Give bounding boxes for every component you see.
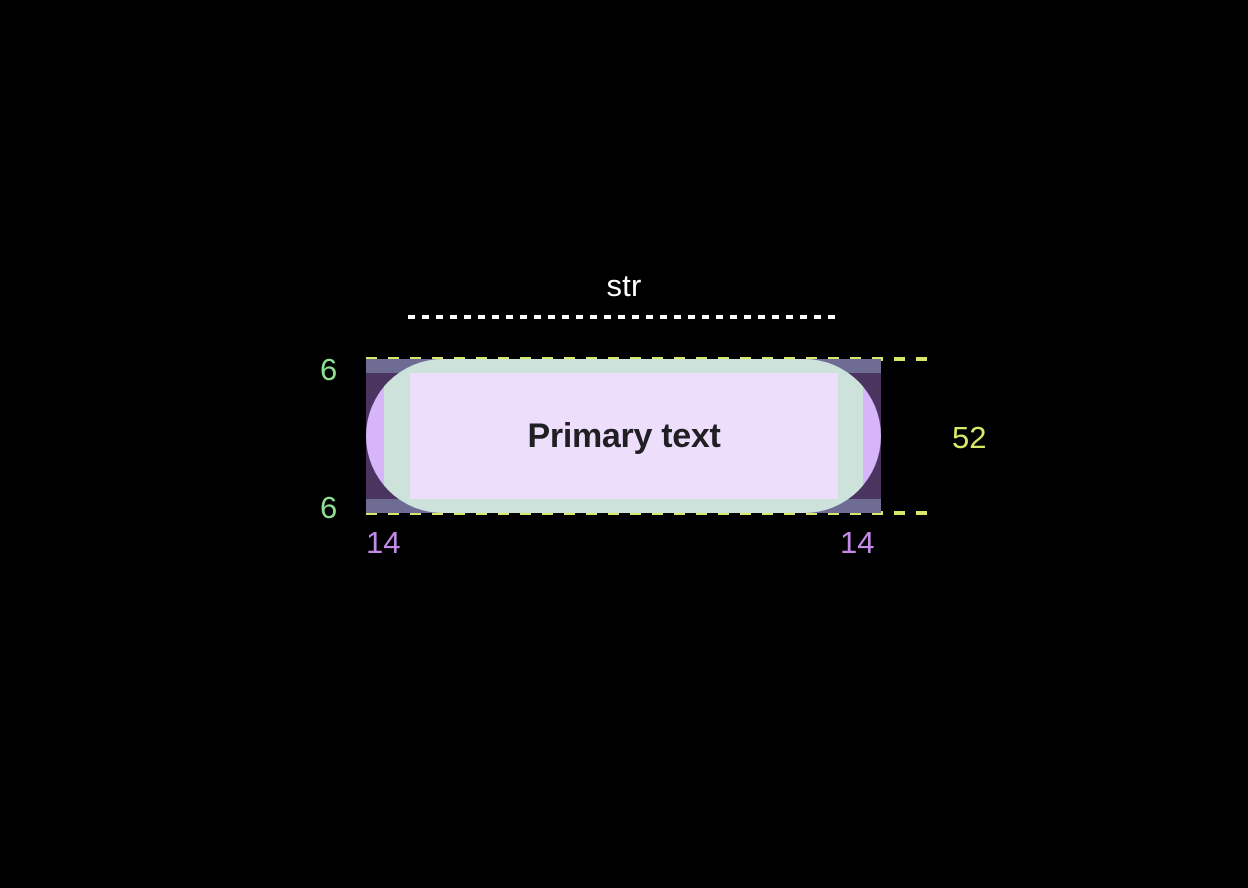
padding-right-value: 14 — [840, 525, 875, 560]
height-guide-bottom — [366, 511, 930, 515]
content-box-layer: Primary text — [410, 373, 838, 499]
primary-text-label: Primary text — [527, 416, 721, 455]
constraint-dotted-rule — [408, 315, 840, 319]
padding-top-value: 6 — [320, 352, 338, 387]
inspected-widget[interactable]: Primary text — [366, 359, 881, 513]
padding-left-value: 14 — [366, 525, 401, 560]
constraint-label: str — [606, 268, 642, 303]
padding-bottom-value: 6 — [320, 490, 338, 525]
total-height-value: 52 — [952, 420, 987, 455]
